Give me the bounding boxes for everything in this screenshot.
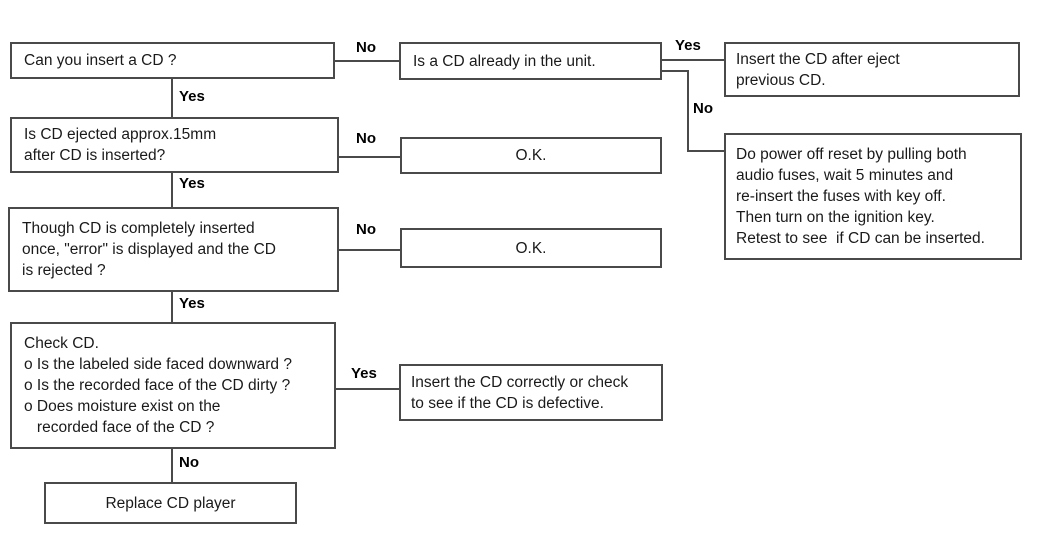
node-check-cd-text: Check CD. o Is the labeled side faced do… — [24, 335, 292, 436]
node-can-you-insert-cd: Can you insert a CD ? — [10, 42, 335, 79]
node-ok-2-text: O.K. — [515, 239, 547, 257]
connector-yes-already-in-unit — [662, 59, 724, 61]
node-replace-cd-player: Replace CD player — [44, 482, 297, 524]
connector-no-error-displayed — [339, 249, 401, 251]
connector-yes-check-cd — [336, 388, 400, 390]
node-ok-1: O.K. — [400, 137, 662, 174]
connector-no-check-cd — [171, 449, 173, 483]
node-cd-already-in-unit-text: Is a CD already in the unit. — [413, 52, 596, 70]
connector-yes-can-insert — [171, 79, 173, 118]
edge-label-no-ejected-15mm: No — [356, 130, 376, 147]
node-cd-ejected-15mm: Is CD ejected approx.15mm after CD is in… — [10, 117, 339, 173]
node-ok-1-text: O.K. — [515, 147, 547, 164]
node-ok-2: O.K. — [400, 228, 662, 268]
connector-yes-error-displayed — [171, 292, 173, 323]
node-power-off-reset: Do power off reset by pulling both audio… — [724, 133, 1022, 260]
edge-label-no-error-displayed: No — [356, 221, 376, 238]
connector-no-already-in-unit-v — [687, 70, 689, 152]
node-error-displayed: Though CD is completely inserted once, "… — [8, 207, 339, 292]
node-check-cd: Check CD. o Is the labeled side faced do… — [10, 322, 336, 449]
node-error-displayed-text: Though CD is completely inserted once, "… — [22, 220, 276, 279]
edge-label-no-already-in-unit: No — [693, 100, 713, 117]
node-cd-already-in-unit: Is a CD already in the unit. — [399, 42, 662, 80]
edge-label-yes-can-insert: Yes — [179, 88, 205, 105]
connector-no-can-insert — [335, 60, 399, 62]
node-cd-ejected-15mm-text: Is CD ejected approx.15mm after CD is in… — [24, 126, 217, 164]
connector-no-already-in-unit-h1 — [662, 70, 689, 72]
edge-label-yes-already-in-unit: Yes — [675, 37, 701, 54]
node-power-off-reset-text: Do power off reset by pulling both audio… — [736, 146, 985, 247]
connector-no-ejected-15mm — [339, 156, 401, 158]
edge-label-yes-error-displayed: Yes — [179, 295, 205, 312]
edge-label-yes-check-cd: Yes — [351, 365, 377, 382]
node-insert-after-eject: Insert the CD after eject previous CD. — [724, 42, 1020, 97]
node-can-you-insert-cd-text: Can you insert a CD ? — [24, 52, 177, 69]
node-replace-cd-player-text: Replace CD player — [105, 494, 236, 512]
connector-no-already-in-unit-h2 — [687, 150, 725, 152]
node-insert-after-eject-text: Insert the CD after eject previous CD. — [736, 50, 900, 89]
node-insert-cd-correctly-text: Insert the CD correctly or check to see … — [411, 373, 629, 412]
edge-label-no-can-insert: No — [356, 39, 376, 56]
edge-label-no-check-cd: No — [179, 454, 199, 471]
node-insert-cd-correctly: Insert the CD correctly or check to see … — [399, 364, 663, 421]
connector-yes-ejected-15mm — [171, 173, 173, 208]
edge-label-yes-ejected-15mm: Yes — [179, 175, 205, 192]
